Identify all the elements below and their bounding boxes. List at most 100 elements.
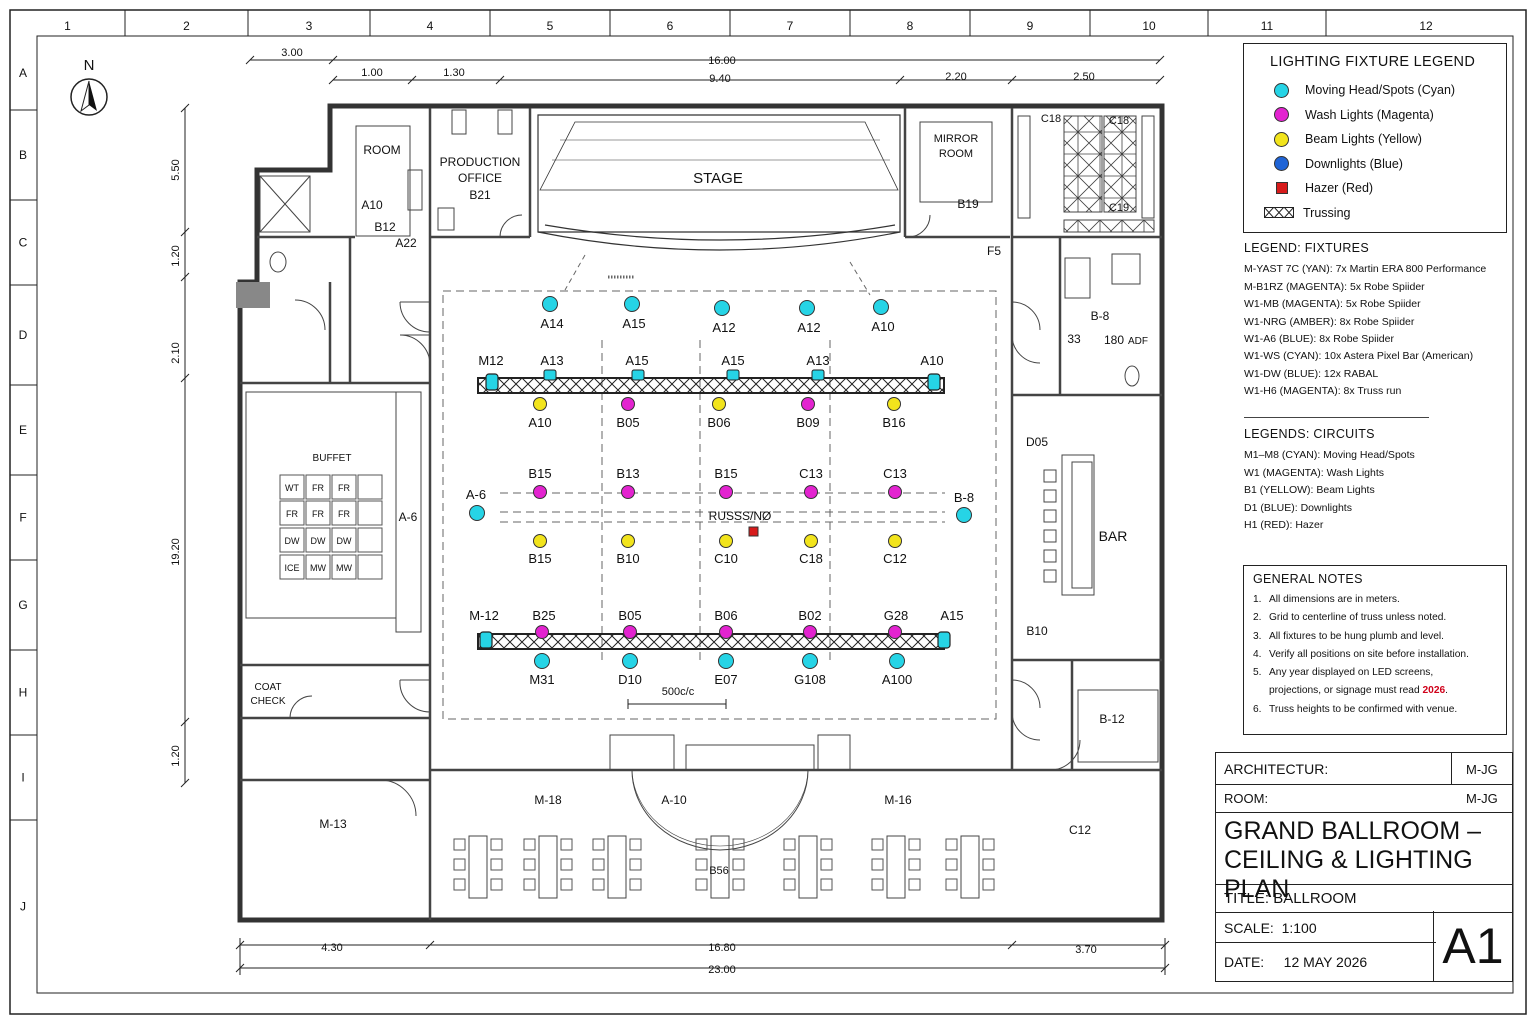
fixture-dot	[621, 534, 635, 548]
dim-130: 1.30	[443, 67, 464, 79]
c12-room-label: C12	[1069, 823, 1091, 837]
fixture-label: C10	[714, 551, 738, 566]
legend-item-red: Hazer (Red)	[1258, 176, 1492, 201]
note-6: 6.Truss heights to be confirmed with ven…	[1253, 701, 1497, 719]
b12-room-label: B-12	[1099, 712, 1125, 726]
title-row: TITLE: BALLROOM	[1216, 885, 1512, 913]
sheet-number: A1	[1433, 911, 1512, 981]
m13-label: M-13	[319, 817, 347, 831]
grid-row-label: F	[19, 511, 26, 525]
legend-item-cyan: Moving Head/Spots (Cyan)	[1258, 78, 1492, 103]
moving-head-icon	[937, 631, 951, 649]
note-year: 2026	[1422, 685, 1446, 697]
moving-head-icon	[479, 631, 493, 649]
fixture-dot	[533, 397, 547, 411]
fixture-dot	[888, 534, 902, 548]
legend-item-blue: Downlights (Blue)	[1258, 152, 1492, 177]
circuit-line: H1 (RED): Hazer	[1244, 519, 1324, 532]
note-3: 3.All fixtures to be hung plumb and leve…	[1253, 628, 1497, 646]
dim-300: 3.00	[281, 47, 302, 59]
scale-label: SCALE:	[1224, 919, 1274, 936]
fixture-dot	[714, 300, 730, 316]
spot-icon	[811, 369, 825, 381]
fixture-dot	[801, 397, 815, 411]
dim-550: 5.50	[170, 159, 182, 180]
office-label: OFFICE	[458, 171, 502, 185]
moving-head-icon	[927, 373, 941, 391]
fixture-dot	[624, 296, 640, 312]
fixture-label: A100	[882, 672, 912, 687]
fixture-dot	[719, 485, 733, 499]
fixture-dot	[803, 625, 817, 639]
fixture-label: A12	[712, 320, 735, 335]
circuit-line: B1 (YELLOW): Beam Lights	[1244, 484, 1375, 497]
buffet-cell: FR	[312, 483, 324, 493]
fixture-label: C13	[883, 466, 907, 481]
fixture-label: G28	[884, 608, 909, 623]
scale-row: SCALE: 1:100	[1216, 913, 1436, 943]
fixture-dot	[804, 485, 818, 499]
north-arrow: N	[70, 57, 108, 116]
fixture-line: W1-H6 (MAGENTA): 8x Truss run	[1244, 385, 1402, 398]
b10-label: B10	[1026, 624, 1048, 638]
fixture-label: B09	[796, 415, 819, 430]
room-row: ROOM: M-JG	[1216, 785, 1512, 813]
circuit-line: M1–M8 (CYAN): Moving Head/Spots	[1244, 449, 1415, 462]
fixture-label: B15	[528, 466, 551, 481]
mirror-label: MIRROR	[934, 133, 979, 145]
mirror-room-label: ROOM	[939, 148, 973, 160]
grid-row-label: G	[18, 598, 27, 612]
buffet-cell: DW	[311, 536, 326, 546]
dimension-texts: 3.00 16.00 1.00 1.30 9.40 2.20 2.50 5.50…	[170, 47, 1097, 976]
dim-2300: 23.00	[708, 964, 736, 976]
dim-430: 4.30	[321, 942, 342, 954]
date-label: DATE:	[1224, 954, 1265, 970]
note-text: All fixtures to be hung plumb and level.	[1269, 630, 1444, 642]
buffet-cell: FR	[286, 509, 298, 519]
dim-1920: 19.20	[170, 538, 182, 566]
circuits-title: LEGENDS: CIRCUITS	[1244, 427, 1375, 441]
fixture-label: C18	[799, 551, 823, 566]
num-33-label: 33	[1067, 332, 1081, 346]
fixture-label: A12	[797, 320, 820, 335]
note-2: 2.Grid to centerline of truss unless not…	[1253, 609, 1497, 627]
fixture-label: B05	[616, 415, 639, 430]
title-row-value: BALLROOM	[1273, 890, 1357, 907]
grid-row-label: E	[19, 423, 27, 437]
fixture-dot	[621, 485, 635, 499]
moving-head-icon	[485, 373, 499, 391]
fixture-dot	[533, 485, 547, 499]
fixture-dot	[887, 397, 901, 411]
fixture-label: B06	[714, 608, 737, 623]
buffet-cell: FR	[338, 509, 350, 519]
fixture-dot	[719, 534, 733, 548]
tag-a10: A10	[361, 198, 383, 212]
note-4: 4.Verify all positions on site before in…	[1253, 646, 1497, 664]
hazer-icon	[748, 526, 759, 537]
circuits-legend: LEGENDS: CIRCUITS M1–M8 (CYAN): Moving H…	[1244, 426, 1415, 534]
legend-item-magenta: Wash Lights (Magenta)	[1258, 103, 1492, 128]
fixtures-legend: LEGEND: FIXTURES M-YAST 7C (YAN): 7x Mar…	[1244, 240, 1486, 401]
spot-icon	[543, 369, 557, 381]
fixture-label: A14	[540, 316, 563, 331]
c19-label: C19	[1109, 202, 1129, 214]
fixture-label: B25	[532, 608, 555, 623]
legend-item-truss: Trussing	[1258, 201, 1492, 226]
note-1: 1.All dimensions are in meters.	[1253, 591, 1497, 609]
stage-label: STAGE	[693, 170, 743, 187]
fixture-label: B05	[618, 608, 641, 623]
buffet-cell: MW	[310, 563, 326, 573]
stage-outline	[537, 114, 901, 251]
circuit-line: D1 (BLUE): Downlights	[1244, 501, 1352, 514]
grid-row-label: D	[19, 328, 28, 342]
section-divider	[1244, 417, 1429, 418]
fixture-dot	[888, 485, 902, 499]
dim-100: 1.00	[361, 67, 382, 79]
spacing-label: 500c/c	[662, 686, 695, 698]
fixture-dot	[888, 625, 902, 639]
production-label: PRODUCTION	[440, 155, 521, 169]
cyan-dot-icon	[1274, 82, 1289, 98]
num-180-label: 180	[1104, 333, 1124, 347]
